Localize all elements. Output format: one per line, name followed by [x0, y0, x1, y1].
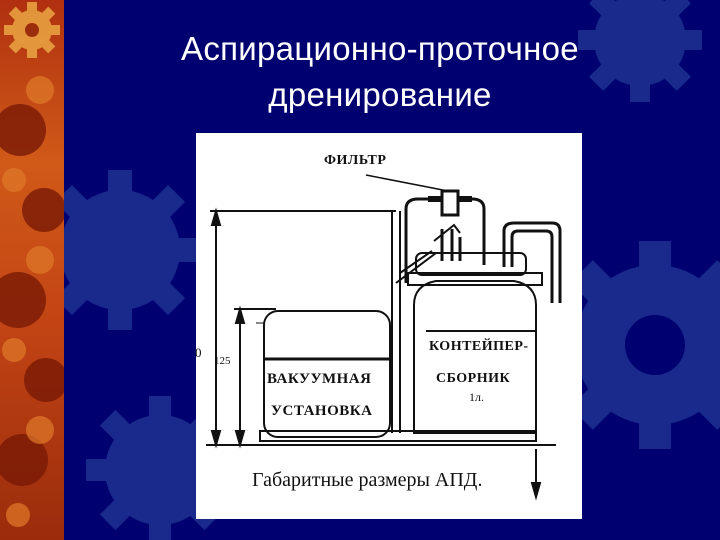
- label-filter: ФИЛЬТР: [324, 153, 387, 168]
- slide-title: Аспирационно-проточное дренирование: [120, 26, 640, 118]
- apparatus-figure: ФИЛЬТР ВАКУУМНАЯ УСТАНОВКА КОНТЕЙПЕР- СБ…: [195, 133, 582, 519]
- gear-icon: [4, 2, 60, 58]
- slide-title-line1: Аспирационно-проточное: [181, 30, 579, 67]
- gear-icon: [40, 170, 200, 330]
- slide-title-line2: дренирование: [268, 76, 492, 113]
- gear-icon: [551, 241, 720, 449]
- label-vacuum-line2: УСТАНОВКА: [271, 403, 373, 419]
- left-decor-strip: [0, 0, 64, 540]
- label-vacuum-line1: ВАКУУМНАЯ: [267, 371, 372, 387]
- label-volume: 1л.: [469, 390, 484, 404]
- gear-icon: [578, 0, 702, 102]
- figure-caption: Габаритные размеры АПД.: [252, 469, 483, 491]
- apparatus-drawing: [206, 174, 562, 501]
- label-container-line2: СБОРНИК: [436, 371, 511, 386]
- dimension-125: 125: [214, 355, 231, 367]
- dimension-left: 0: [195, 345, 202, 360]
- label-container-line1: КОНТЕЙПЕР-: [429, 339, 529, 354]
